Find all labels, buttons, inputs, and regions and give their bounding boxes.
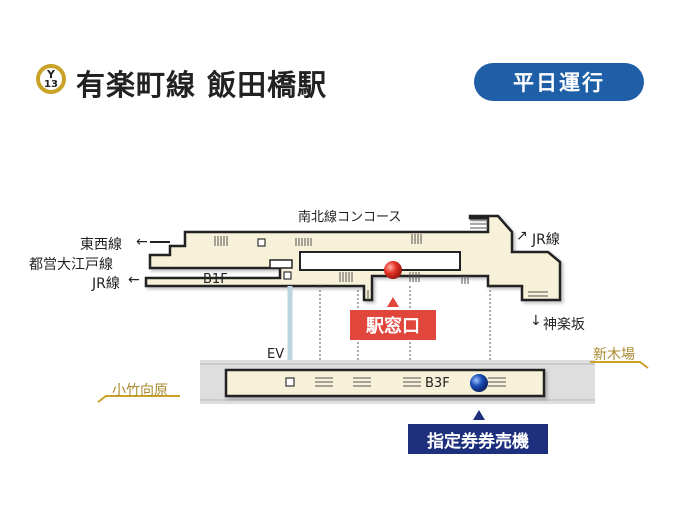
- b1f-elevator: [283, 271, 292, 280]
- b1f-concourse: [144, 214, 562, 302]
- jr-line-left-label: JR線: [92, 276, 120, 292]
- b3f-stairs: [315, 377, 506, 387]
- nanboku-concourse-label: 南北線コンコース: [298, 210, 402, 225]
- direction-left-arrow: [97, 395, 180, 403]
- direction-right-arrow: [590, 361, 649, 369]
- ticket-office-pointer: [387, 297, 399, 307]
- line-badge-number: 13: [44, 78, 58, 90]
- b3f-elevator: [285, 377, 295, 387]
- level-b1f-label: B1F: [203, 272, 228, 287]
- b1f-elevator-top: [257, 238, 266, 247]
- b1f-stairs: [214, 219, 548, 300]
- kagurazaka-arrow-icon: ↓: [530, 313, 542, 329]
- ticket-office-label: 駅窓口: [350, 310, 436, 340]
- tozai-arrow-icon: ←: [136, 234, 148, 250]
- jr-left-arrow-icon: ←: [128, 272, 140, 288]
- direction-kotake-mukaihara: 小竹向原: [112, 383, 168, 399]
- reserved-ticket-machine-label: 指定券券売機: [408, 424, 548, 454]
- b3f-platform: [224, 368, 546, 398]
- ticket-machine-pointer: [473, 410, 485, 420]
- jr-right-arrow-icon: ↗: [516, 228, 528, 244]
- tozai-line-label: 東西線: [80, 237, 122, 253]
- elevator-label: EV: [267, 347, 285, 362]
- line-badge-letter: Y: [47, 67, 55, 81]
- level-b3f-label: B3F: [425, 376, 450, 391]
- ticket-office-marker: [384, 261, 402, 279]
- jr-line-right-label: JR線: [532, 232, 560, 248]
- weekday-schedule-badge: 平日運行: [474, 63, 644, 101]
- station-title: 有楽町線 飯田橋駅: [76, 68, 328, 102]
- oedo-line-label: 都営大江戸線: [29, 257, 113, 273]
- header: Y 13 有楽町線 飯田橋駅 平日運行: [0, 0, 700, 120]
- b3f-track-area: [200, 360, 595, 404]
- line-badge-y13: Y 13: [36, 64, 66, 94]
- kagurazaka-label: 神楽坂: [543, 317, 585, 333]
- direction-shin-kiba: 新木場: [593, 347, 635, 363]
- ticket-machine-marker: [470, 374, 488, 392]
